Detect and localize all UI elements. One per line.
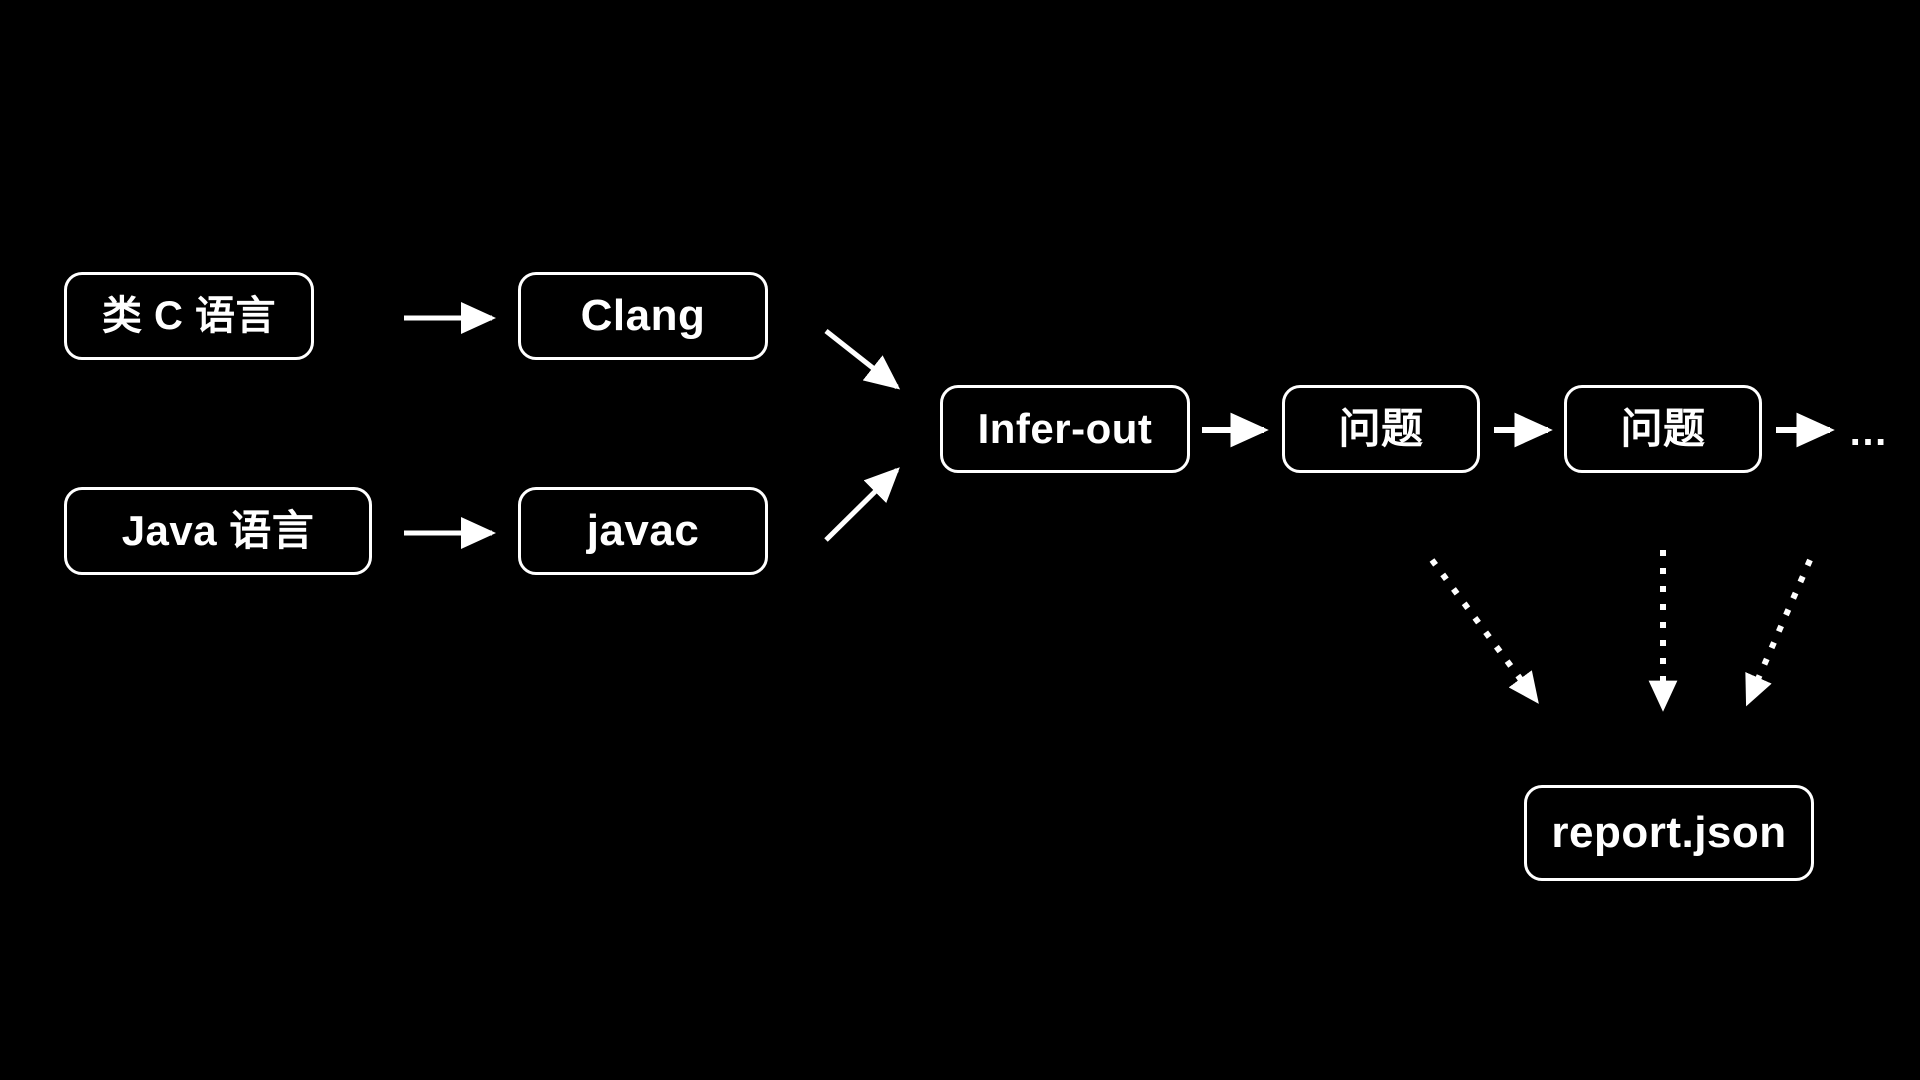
node-label-clang: Clang [580, 291, 706, 340]
node-label-issue-1: 问题 [1338, 405, 1424, 452]
node-issue-1[interactable]: 问题 [1282, 385, 1480, 473]
node-javac[interactable]: javac [518, 487, 768, 575]
node-label-report-json: report.json [1551, 808, 1787, 857]
node-infer-out[interactable]: Infer-out [940, 385, 1190, 473]
node-label-issue-2: 问题 [1620, 405, 1706, 452]
edge-issue1-to-report-dotted [1429, 558, 1539, 704]
node-label-infer-out: Infer-out [977, 405, 1153, 452]
edge-ellipsis-to-report-dotted [1745, 558, 1813, 707]
node-clang[interactable]: Clang [518, 272, 768, 360]
node-c-like-language[interactable]: 类 C 语言 [64, 272, 314, 360]
node-issue-2[interactable]: 问题 [1564, 385, 1762, 473]
node-java-language[interactable]: Java 语言 [64, 487, 372, 575]
node-label-c-like-language: 类 C 语言 [101, 294, 277, 338]
edge-clang-to-inferout [824, 329, 901, 390]
more-issues-ellipsis: … [1848, 410, 1890, 454]
node-label-java-language: Java 语言 [121, 507, 315, 554]
edge-javac-to-inferout [824, 467, 900, 542]
node-label-javac: javac [586, 506, 700, 555]
node-report-json[interactable]: report.json [1524, 785, 1814, 881]
